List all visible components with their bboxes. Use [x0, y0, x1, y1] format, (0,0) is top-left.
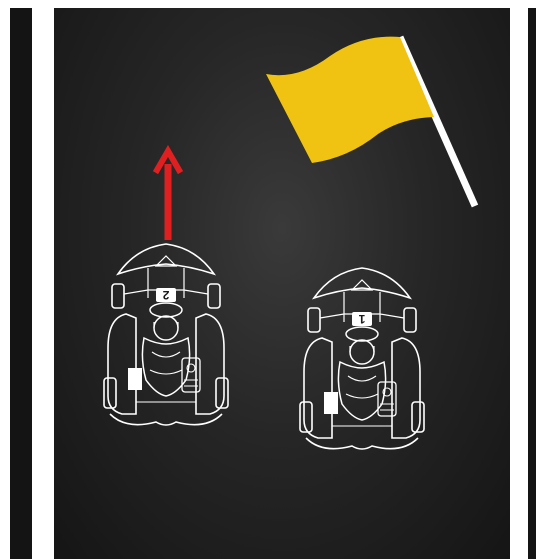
left-track-edge	[10, 8, 32, 559]
kart-1: 1	[299, 267, 425, 450]
yellow-flag-icon	[266, 35, 479, 208]
kart-2: 2	[103, 243, 229, 426]
kart-1-number: 1	[358, 312, 365, 326]
kart-2-number: 2	[162, 288, 169, 302]
forward-arrow-icon	[152, 145, 184, 240]
right-track-edge	[528, 8, 536, 559]
